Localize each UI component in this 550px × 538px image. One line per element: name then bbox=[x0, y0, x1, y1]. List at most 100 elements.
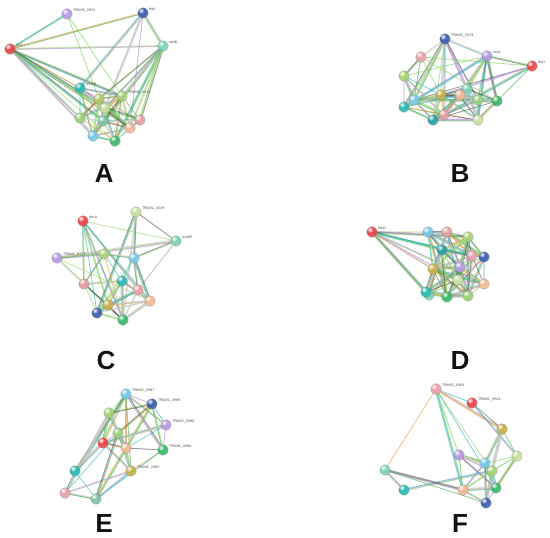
edge-a-2-3 bbox=[143, 12, 165, 46]
node-ball-f-1 bbox=[466, 397, 478, 409]
edge-a-0-5 bbox=[9, 49, 122, 98]
node-e-6: TPANIC_0966 bbox=[157, 444, 191, 456]
node-ball-d-6 bbox=[454, 261, 466, 273]
edge-f-0-6 bbox=[435, 388, 493, 472]
edge-d-2-11 bbox=[447, 231, 459, 280]
edge-b-4-9 bbox=[403, 76, 444, 116]
node-ball-a-8 bbox=[74, 112, 86, 124]
edge-f-0-9 bbox=[436, 388, 465, 490]
node-a-10 bbox=[97, 115, 109, 127]
panel-label-b: B bbox=[450, 158, 470, 188]
node-ball-e-2 bbox=[103, 407, 115, 419]
edge-f-6-8 bbox=[403, 470, 493, 491]
edge-b-9-11 bbox=[443, 99, 478, 115]
edge-a-3-11 bbox=[114, 45, 164, 142]
edge-a-7-13 bbox=[105, 106, 141, 120]
node-b-14 bbox=[454, 89, 466, 101]
edge-a-3-7 bbox=[139, 45, 164, 121]
edge-b-0-9 bbox=[443, 38, 447, 116]
edge-e-4-8 bbox=[102, 443, 131, 472]
node-b-6 bbox=[435, 89, 447, 101]
node-ball-d-4 bbox=[478, 251, 490, 263]
node-ball-c-9 bbox=[144, 295, 156, 307]
node-ball-d-1 bbox=[422, 226, 434, 238]
edge-b-6-8 bbox=[403, 94, 442, 108]
node-ball-f-6 bbox=[486, 465, 498, 477]
node-f-4 bbox=[453, 449, 465, 461]
node-e-5 bbox=[120, 442, 132, 454]
node-ball-a-3 bbox=[157, 40, 169, 52]
edge-e-8-10 bbox=[64, 470, 131, 493]
edge-a-4-5 bbox=[79, 88, 122, 97]
node-d-14 bbox=[466, 250, 478, 262]
node-e-4 bbox=[97, 437, 109, 449]
edge-a-2-4 bbox=[80, 13, 144, 89]
node-d-1 bbox=[422, 226, 434, 238]
node-f-5 bbox=[479, 457, 491, 469]
node-f-3 bbox=[511, 450, 523, 462]
node-c-5 bbox=[98, 248, 110, 260]
edge-b-2-6 bbox=[420, 56, 442, 96]
node-ball-d-2 bbox=[441, 226, 453, 238]
node-c-8 bbox=[102, 299, 114, 311]
node-label-e-8: TPANIC_0963 bbox=[136, 465, 159, 469]
node-label-f-1: TPANIC_0904 bbox=[477, 397, 500, 401]
edge-a-4-10 bbox=[79, 87, 104, 122]
node-ball-e-6 bbox=[157, 444, 169, 456]
edge-b-12-14 bbox=[432, 94, 460, 120]
node-label-b-0: TPANIC_0374 bbox=[450, 33, 473, 37]
edge-c-5-6 bbox=[83, 253, 104, 284]
edge-e-0-6 bbox=[126, 393, 165, 450]
edge-e-0-4 bbox=[103, 394, 128, 444]
edge-b-9-11 bbox=[444, 100, 479, 116]
edge-f-2-5 bbox=[483, 428, 502, 463]
node-ball-a-10 bbox=[97, 115, 109, 127]
node-ball-d-5 bbox=[427, 263, 439, 275]
edge-a-0-1 bbox=[9, 13, 67, 49]
edge-f-0-2 bbox=[435, 389, 502, 431]
edge-c-5-7 bbox=[103, 253, 123, 282]
node-ball-b-6 bbox=[435, 89, 447, 101]
node-label-a-1: TPANIC_0922 bbox=[72, 8, 95, 12]
edge-e-0-6 bbox=[124, 394, 163, 451]
node-c-2: rpoBP bbox=[170, 235, 192, 247]
edge-e-0-4 bbox=[102, 393, 127, 444]
edge-d-8-11 bbox=[425, 279, 459, 293]
edge-f-3-10 bbox=[494, 455, 517, 488]
edge-b-2-5 bbox=[413, 56, 422, 101]
node-label-c-3: TPANIC_0177 bbox=[62, 252, 85, 256]
edge-b-3-6 bbox=[440, 65, 532, 95]
edge-e-1-11 bbox=[118, 404, 153, 434]
node-ball-b-14 bbox=[454, 89, 466, 101]
edge-a-0-13 bbox=[9, 48, 106, 109]
node-a-9 bbox=[87, 130, 99, 142]
edge-b-0-1 bbox=[444, 39, 487, 57]
node-ball-a-4 bbox=[74, 82, 86, 94]
node-d-10 bbox=[462, 290, 474, 302]
node-a-2: ftsK bbox=[137, 7, 156, 19]
edge-a-3-12 bbox=[129, 45, 163, 128]
node-b-11 bbox=[472, 94, 484, 106]
edge-d-5-14 bbox=[433, 256, 473, 271]
node-ball-a-12 bbox=[124, 122, 136, 134]
edge-f-0-2 bbox=[435, 388, 503, 430]
edge-f-1-2 bbox=[471, 402, 503, 430]
edge-f-3-5 bbox=[484, 455, 518, 464]
edge-c-3-5 bbox=[56, 252, 104, 258]
node-ball-e-8 bbox=[125, 465, 137, 477]
node-ball-f-10 bbox=[490, 482, 502, 494]
edge-c-8-12 bbox=[107, 288, 138, 305]
node-f-2 bbox=[496, 423, 508, 435]
node-ball-f-11 bbox=[480, 497, 492, 509]
node-e-9 bbox=[90, 493, 102, 505]
node-c-3: TPANIC_0177 bbox=[51, 252, 85, 264]
node-e-3: TPANIC_0968 bbox=[160, 419, 194, 431]
node-ball-f-3 bbox=[511, 450, 523, 462]
node-c-6 bbox=[78, 278, 90, 290]
node-ball-e-3 bbox=[160, 419, 172, 431]
edge-c-7-11 bbox=[120, 281, 123, 321]
edge-e-2-10 bbox=[65, 413, 111, 494]
edge-a-0-8 bbox=[10, 48, 81, 118]
node-ball-b-11 bbox=[472, 94, 484, 106]
